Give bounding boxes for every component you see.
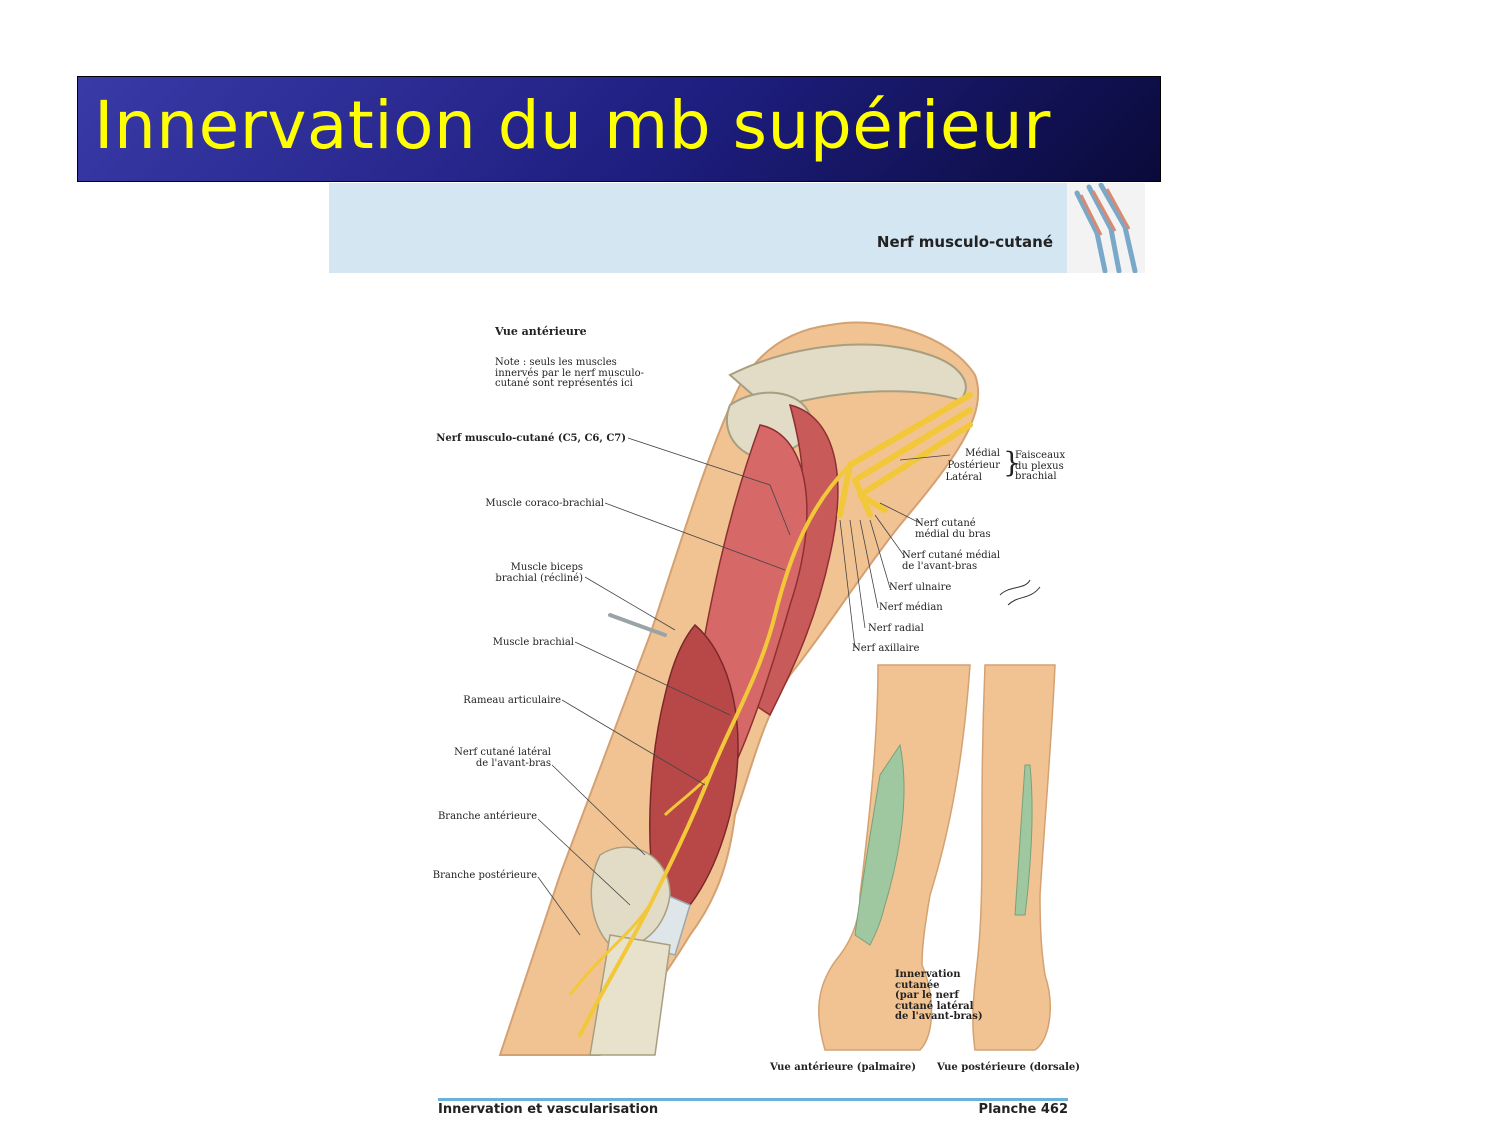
label-medial-cutaneous-arm: Nerf cutané médial du bras <box>915 518 991 540</box>
slide-title-bar: Innervation du mb supérieur <box>77 76 1161 182</box>
label-medial-cutaneous-forearm: Nerf cutané médial de l'avant-bras <box>902 550 1001 572</box>
footer-section: Innervation et vascularisation <box>438 1102 659 1117</box>
palmar-cutaneous-zone <box>854 743 905 946</box>
nerve-branch-2 <box>568 904 652 996</box>
dorsal-forearm <box>972 664 1056 1051</box>
label-view-palmar: Vue antérieure (palmaire) <box>770 1062 917 1073</box>
view-title: Vue antérieure <box>495 325 587 338</box>
label-view-dorsal: Vue postérieure (dorsale) <box>937 1062 1080 1073</box>
forearm-bone <box>589 934 671 1056</box>
label-cords-group: Faisceaux du plexus brachial <box>1015 450 1066 482</box>
label-musculocutaneous-nerve: Nerf musculo-cutané (C5, C6, C7) <box>436 433 626 444</box>
label-posterior-branch: Branche postérieure <box>432 870 537 881</box>
label-brachial: Muscle brachial <box>492 637 574 648</box>
leader-lines <box>537 437 951 936</box>
label-articular-branch: Rameau articulaire <box>463 695 561 706</box>
retractor-hook <box>608 613 667 637</box>
label-cutaneous-innervation: Innervation cutanée (par le nerf cutané … <box>895 969 983 1022</box>
label-coracobrachial: Muscle coraco-brachial <box>485 498 604 509</box>
label-anterior-branch: Branche antérieure <box>437 811 537 822</box>
label-cord-medial: Médial <box>965 448 1000 459</box>
scapula-bone <box>728 343 967 412</box>
nerve-branch-1 <box>663 773 712 817</box>
label-lateral-cutaneous: Nerf cutané latéral de l'avant-bras <box>454 747 551 769</box>
footer-plate-number: Planche 462 <box>978 1102 1068 1117</box>
label-median-nerve: Nerf médian <box>879 602 943 613</box>
slide-title: Innervation du mb supérieur <box>94 87 1051 164</box>
elbow-bone <box>590 846 671 949</box>
plate-header-title: Nerf musculo-cutané <box>876 233 1053 251</box>
plexus-nerves <box>837 392 973 518</box>
plate-header: Nerf musculo-cutané <box>329 183 1067 273</box>
dorsal-cutaneous-zone <box>1014 764 1033 916</box>
label-radial-nerve: Nerf radial <box>868 623 924 634</box>
musculocutaneous-nerve <box>578 463 852 1037</box>
label-ulnar-nerve: Nerf ulnaire <box>889 582 952 593</box>
cords-brace: } <box>1003 446 1021 479</box>
hand-thumbnail <box>1067 183 1145 273</box>
label-cord-posterior: Postérieur <box>947 460 1000 471</box>
label-biceps: Muscle biceps brachial (récliné) <box>495 562 583 584</box>
arm-illustration <box>498 321 1056 1056</box>
footer-rule <box>438 1098 1068 1101</box>
netter-signature <box>999 579 1041 606</box>
plate-note: Note : seuls les muscles innervés par le… <box>495 357 644 389</box>
label-axillary-nerve: Nerf axillaire <box>852 643 920 654</box>
label-cord-lateral: Latéral <box>945 472 982 483</box>
